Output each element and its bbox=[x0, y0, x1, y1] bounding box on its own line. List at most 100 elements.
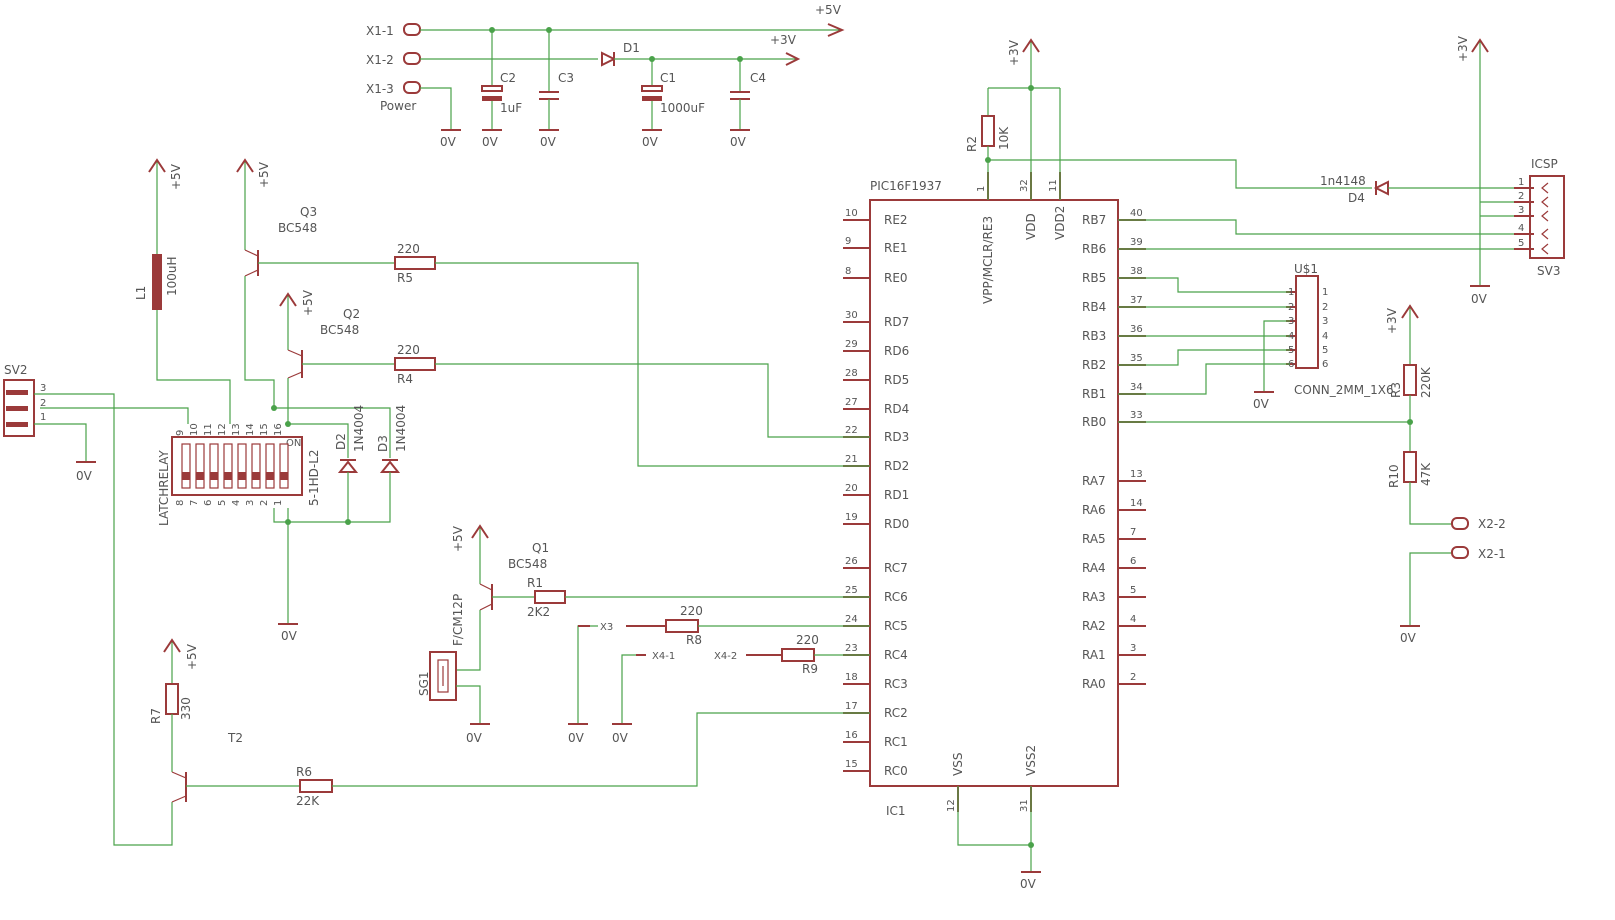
sv3-pin-number: 4 bbox=[1518, 223, 1524, 234]
ic-pin-number: 10 bbox=[845, 208, 858, 219]
ic-pin-label: VDD bbox=[1024, 213, 1038, 240]
sv2-pin2: 2 bbox=[40, 398, 46, 409]
relay-switch bbox=[251, 443, 261, 489]
ic-pin-number: 23 bbox=[845, 643, 858, 654]
sv2-pin1: 1 bbox=[40, 412, 46, 423]
ic-pin-number: 28 bbox=[845, 368, 858, 379]
ic-pin-label: RD7 bbox=[884, 315, 909, 329]
r8-value: 220 bbox=[680, 604, 703, 618]
latch-relay-section: LATCHRELAY 5-1HD-L2 ON 98107116125134143… bbox=[40, 405, 408, 643]
ic-pin-label: RD3 bbox=[884, 430, 909, 444]
ic-pin-number: 40 bbox=[1130, 208, 1143, 219]
r7-label: R7 bbox=[149, 708, 163, 724]
resistor-r5 bbox=[394, 256, 436, 270]
q3-5v-label: +5V bbox=[257, 161, 271, 188]
q3-section: +5V Q3 BC548 220 R5 bbox=[236, 158, 870, 467]
resistor-r1 bbox=[534, 590, 566, 604]
sv3-pin-socket bbox=[1541, 243, 1549, 255]
ic-pin-number: 9 bbox=[845, 236, 851, 247]
ic-pin-label: RB1 bbox=[1082, 387, 1106, 401]
relay-switch-knob bbox=[280, 472, 288, 480]
ic-pin-label: RC3 bbox=[884, 677, 908, 691]
buzzer-inner bbox=[437, 659, 449, 693]
r1-label: R1 bbox=[527, 576, 543, 590]
q1-5v-label: +5V bbox=[451, 525, 465, 552]
q2-value: BC548 bbox=[320, 323, 359, 337]
u1-pin-number: 3 bbox=[1288, 316, 1294, 327]
c2-plate bbox=[482, 96, 502, 101]
power-label: Power bbox=[380, 99, 416, 113]
q2-label: Q2 bbox=[343, 307, 360, 321]
ic-pin-number: 30 bbox=[845, 310, 858, 321]
r2-value: 10K bbox=[997, 126, 1011, 150]
u1-value: CONN_2MM_1X6 bbox=[1294, 383, 1394, 397]
u1-pin-number: 5 bbox=[1288, 345, 1294, 356]
sv3-pin-number: 2 bbox=[1518, 191, 1524, 202]
relay-value: 5-1HD-L2 bbox=[307, 449, 321, 506]
ic-pin-label: RC2 bbox=[884, 706, 908, 720]
relay-switch bbox=[279, 443, 289, 489]
sv3-pin-number: 1 bbox=[1518, 177, 1524, 188]
ic-pin-number: 27 bbox=[845, 397, 858, 408]
gnd-label: 0V bbox=[1471, 292, 1488, 306]
q2-section: +5V Q2 BC548 220 R4 bbox=[279, 289, 870, 438]
relay-switch-knob bbox=[238, 472, 246, 480]
ic-pin-label: RA3 bbox=[1082, 590, 1106, 604]
ic-pin-label: RA7 bbox=[1082, 474, 1106, 488]
ic-pin-number: 34 bbox=[1130, 382, 1143, 393]
relay-pin-number: 3 bbox=[245, 500, 256, 506]
ic-pin-label: VDD2 bbox=[1053, 206, 1067, 240]
r9-label: R9 bbox=[802, 662, 818, 676]
r7-5v-label: +5V bbox=[185, 643, 199, 670]
relay-switch-knob bbox=[210, 472, 218, 480]
ic-pin-label: RA1 bbox=[1082, 648, 1106, 662]
resistor-r3 bbox=[1403, 364, 1417, 396]
r5-label: R5 bbox=[397, 271, 413, 285]
x1-3-terminal bbox=[403, 81, 421, 94]
u1-pin-number: 2 bbox=[1288, 302, 1294, 313]
ic-pin-number: 32 bbox=[1019, 179, 1030, 192]
rail-5v-label: +5V bbox=[815, 3, 842, 17]
d3-label: D3 bbox=[376, 435, 390, 452]
c1-label: C1 bbox=[660, 71, 676, 85]
u1-pin-number: 6 bbox=[1288, 359, 1294, 370]
relay-switch bbox=[195, 443, 205, 489]
ic-pin-label: RD2 bbox=[884, 459, 909, 473]
r9-value: 220 bbox=[796, 633, 819, 647]
gnd-label: 0V bbox=[440, 135, 457, 149]
ic-pin-label: VPP/MCLR/RE3 bbox=[981, 216, 995, 304]
connector-sv2: SV2 3 2 1 0V bbox=[3, 363, 173, 846]
c3-label: C3 bbox=[558, 71, 574, 85]
ic-pin-number: 6 bbox=[1130, 556, 1136, 567]
sv3-label: SV3 bbox=[1537, 264, 1560, 278]
r2-label: R2 bbox=[965, 136, 979, 152]
relay-pin-number: 5 bbox=[217, 500, 228, 506]
ic-pin-number: 37 bbox=[1130, 295, 1143, 306]
relay-on-label: ON bbox=[286, 438, 301, 449]
l1-label: L1 bbox=[134, 286, 148, 300]
ic-pin-number: 18 bbox=[845, 672, 858, 683]
sv3-pin-number: 3 bbox=[1518, 205, 1524, 216]
relay-pin-number: 12 bbox=[217, 423, 228, 436]
ic-pin-label: RB0 bbox=[1082, 415, 1106, 429]
relay-pin-number: 9 bbox=[175, 430, 186, 436]
x2-1-terminal bbox=[1451, 546, 1469, 559]
resistor-r4 bbox=[394, 357, 436, 371]
capacitor-c2 bbox=[481, 85, 503, 92]
sg1-value: F/CM12P bbox=[451, 594, 465, 646]
x1-1-terminal bbox=[403, 23, 421, 36]
relay-pin-number: 1 bbox=[273, 500, 284, 506]
ic-pin-number: 35 bbox=[1130, 353, 1143, 364]
ic-pin-number: 33 bbox=[1130, 410, 1143, 421]
ic-pin-number: 11 bbox=[1048, 179, 1059, 192]
inductor-l1-section: +5V L1 100uH bbox=[134, 158, 231, 424]
q1-value: BC548 bbox=[508, 557, 547, 571]
ic-pin-label: RA4 bbox=[1082, 561, 1106, 575]
ic-pin-label: RB2 bbox=[1082, 358, 1106, 372]
gnd-label: 0V bbox=[642, 135, 659, 149]
d2-value: 1N4004 bbox=[352, 405, 366, 452]
ic-pin-label: RB3 bbox=[1082, 329, 1106, 343]
ic-pin-label: RA2 bbox=[1082, 619, 1106, 633]
x2-2-terminal bbox=[1451, 517, 1469, 530]
